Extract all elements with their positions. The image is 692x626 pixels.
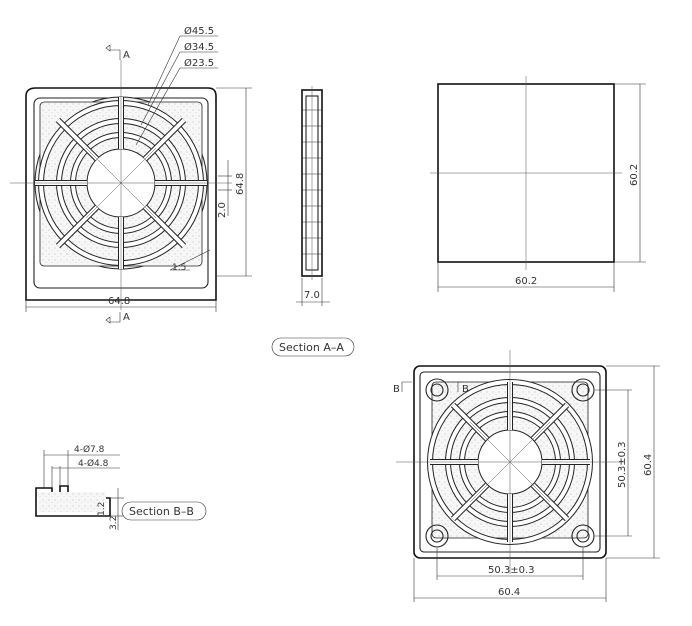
section-bb-label: Section B–B bbox=[129, 505, 194, 518]
dim-dia-45: Ø45.5 bbox=[184, 25, 214, 37]
mounting-holes bbox=[425, 378, 595, 548]
side-view: 7.0 bbox=[296, 86, 330, 306]
dim-holes-small: 4-Ø4.8 bbox=[78, 458, 109, 469]
dim-outer-width: 60.4 bbox=[498, 587, 520, 598]
assembled-view: B B 50.3±0.3 60.4 50.3±0.3 60.4 bbox=[393, 350, 660, 602]
section-a-top-label: A bbox=[123, 50, 130, 61]
dim-front-height: 64.8 bbox=[235, 173, 246, 195]
dim-hole-spacing-h: 50.3±0.3 bbox=[488, 565, 535, 576]
section-bb-detail: 4-Ø7.8 4-Ø4.8 1.2 3.2 Section B–B bbox=[35, 444, 207, 530]
dim-outer-height: 60.4 bbox=[643, 454, 654, 476]
section-aa-callout: Section A–A bbox=[271, 337, 355, 357]
dim-dia-34: Ø34.5 bbox=[184, 41, 214, 53]
section-b-right-label: B bbox=[462, 384, 469, 395]
dim-holes-large: 4-Ø7.8 bbox=[74, 444, 105, 455]
dim-front-width: 64.8 bbox=[108, 296, 130, 307]
dim-1-5: 1.5 bbox=[172, 263, 186, 273]
section-a-bottom-label: A bbox=[123, 312, 130, 323]
dim-filter-width: 60.2 bbox=[515, 276, 537, 287]
section-aa-label: Section A–A bbox=[279, 341, 344, 354]
front-view: Ø45.5 Ø34.5 Ø23.5 A A 64.8 64.8 2.0 1.5 bbox=[10, 25, 252, 324]
dim-hole-spacing-v: 50.3±0.3 bbox=[617, 441, 628, 488]
dim-dia-23: Ø23.5 bbox=[184, 57, 214, 69]
dim-filter-height: 60.2 bbox=[629, 164, 640, 186]
dim-1-2: 1.2 bbox=[97, 502, 107, 516]
dim-side-thickness: 7.0 bbox=[304, 290, 320, 301]
dim-3-2: 3.2 bbox=[109, 516, 119, 530]
filter-pad-view: 60.2 60.2 bbox=[430, 76, 646, 292]
section-b-left-label: B bbox=[393, 384, 400, 395]
dim-2: 2.0 bbox=[217, 202, 228, 218]
